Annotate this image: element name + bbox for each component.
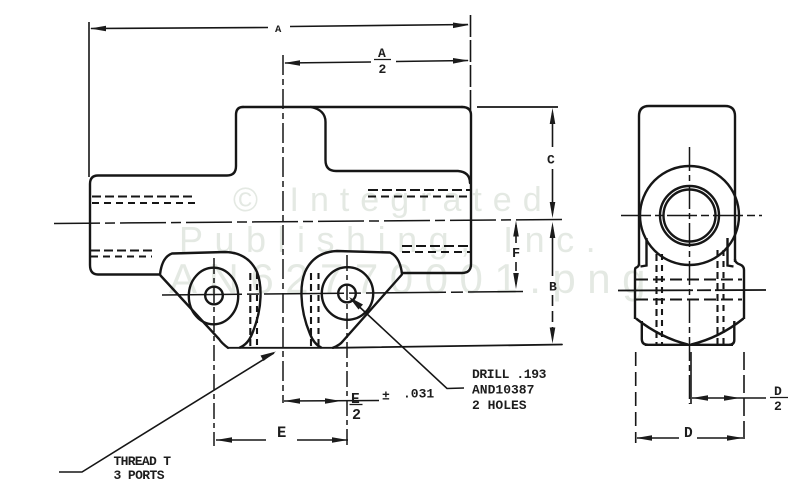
svg-text:AND10387: AND10387 bbox=[472, 383, 534, 398]
svg-text:D: D bbox=[774, 384, 782, 399]
svg-text:3 PORTS: 3 PORTS bbox=[114, 468, 165, 483]
svg-text:B: B bbox=[549, 280, 557, 295]
svg-text:2: 2 bbox=[379, 62, 387, 77]
svg-text:D: D bbox=[684, 426, 693, 442]
svg-text:.031: .031 bbox=[403, 387, 434, 402]
svg-text:E: E bbox=[277, 424, 286, 442]
svg-text:2: 2 bbox=[774, 399, 782, 414]
svg-text:F: F bbox=[512, 247, 520, 262]
svg-text:© Integrated: © Integrated bbox=[233, 181, 553, 219]
svg-text:THREAD T: THREAD T bbox=[114, 454, 172, 469]
svg-text:A: A bbox=[275, 24, 282, 36]
svg-text:2 HOLES: 2 HOLES bbox=[472, 398, 527, 413]
svg-text:DRILL .193: DRILL .193 bbox=[472, 367, 547, 382]
svg-text:C: C bbox=[547, 153, 555, 168]
svg-text:±: ± bbox=[382, 389, 390, 404]
svg-text:AN62770001.png: AN62770001.png bbox=[169, 255, 657, 302]
svg-text:2: 2 bbox=[352, 407, 361, 424]
svg-text:A: A bbox=[378, 46, 386, 61]
svg-text:E: E bbox=[351, 392, 360, 408]
